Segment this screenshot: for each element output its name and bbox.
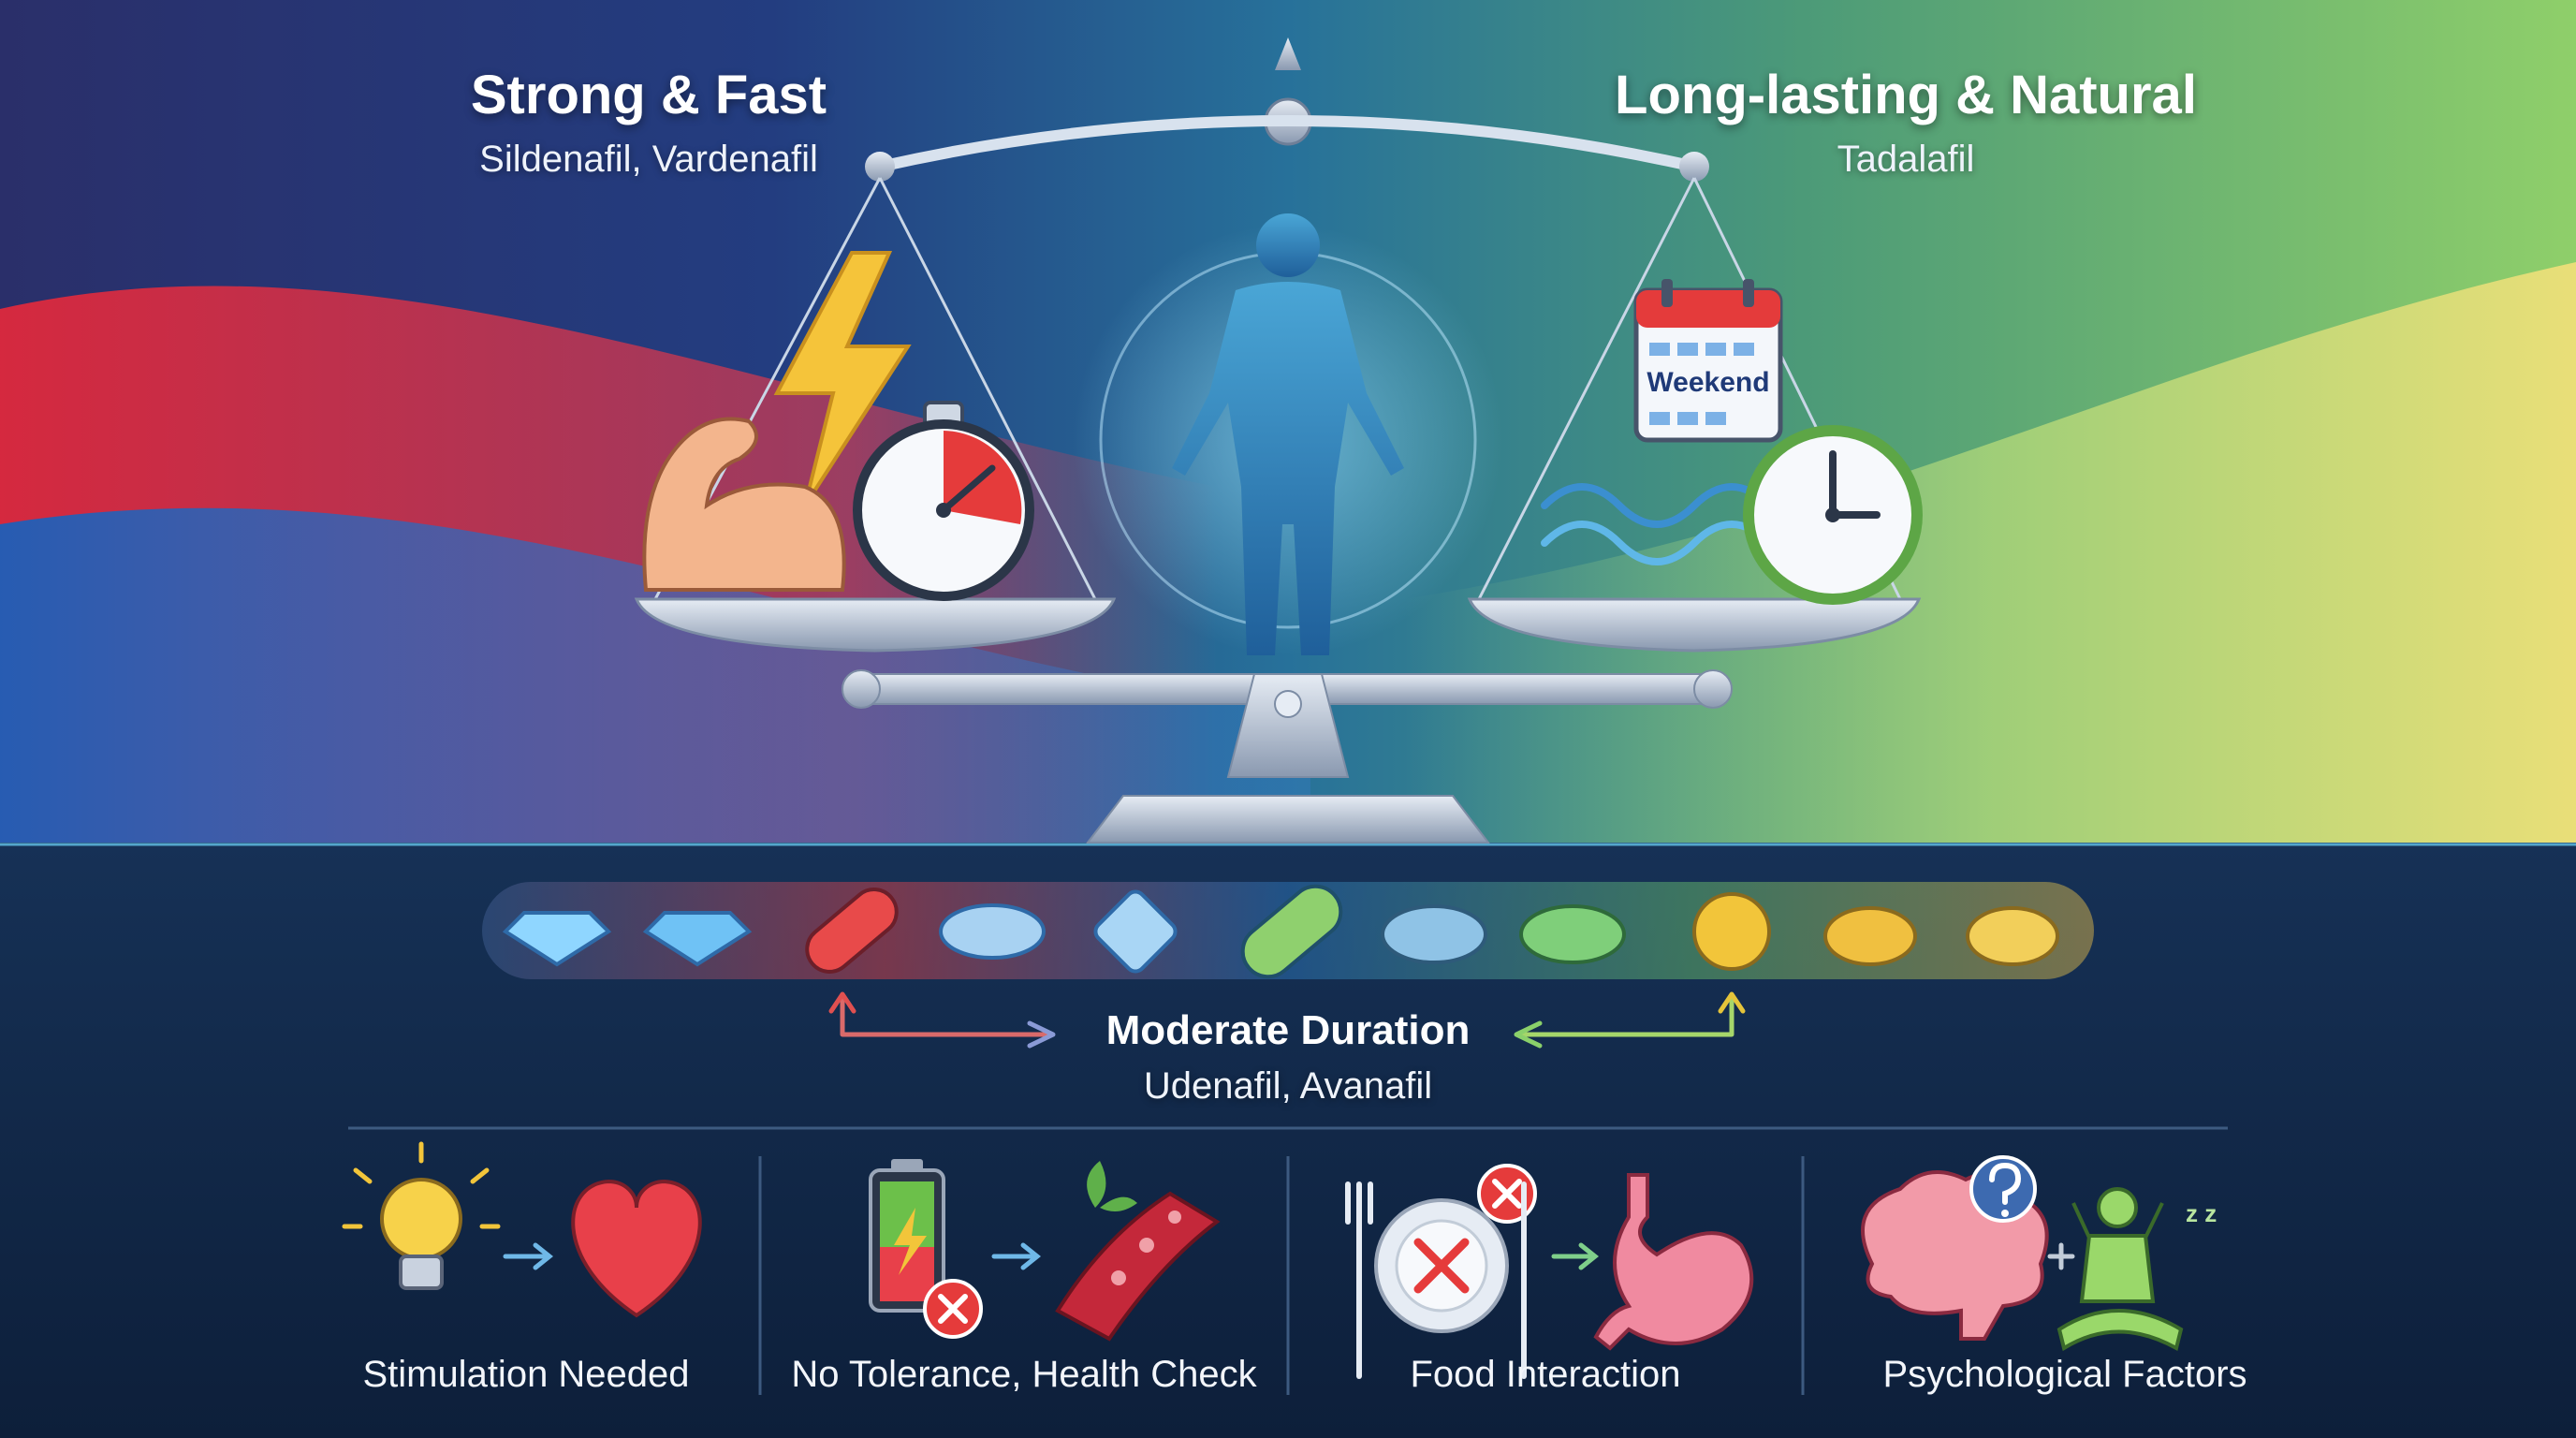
fork-icon — [1345, 1181, 1373, 1379]
arrow-icon — [1551, 1242, 1600, 1270]
question-bubble-icon — [1969, 1155, 2037, 1223]
relaxing-person-icon — [2056, 1187, 2184, 1352]
oval-tablet-icon — [939, 903, 1046, 960]
pill-row — [502, 884, 2059, 979]
arrow-icon — [503, 1242, 554, 1270]
stopwatch-icon — [853, 401, 1034, 601]
wave-icon — [1541, 483, 1773, 565]
factor-label-tolerance: No Tolerance, Health Check — [791, 1354, 1257, 1395]
lightning-icon — [773, 251, 912, 507]
right-group-title: Long-lasting & Natural — [1615, 65, 2197, 125]
green-capsule-icon — [1240, 884, 1343, 979]
diamond-pill-icon — [502, 911, 612, 967]
red-capsule-icon — [805, 888, 899, 974]
round-tablet-icon — [1381, 904, 1487, 964]
right-range-arrow — [1514, 991, 1746, 1049]
diamond-pill-icon — [642, 911, 753, 967]
plus-icon — [2047, 1242, 2075, 1270]
battery-icon — [869, 1159, 945, 1313]
calendar-icon — [1633, 279, 1783, 443]
plate-icon — [1374, 1198, 1509, 1333]
middle-group-title: Moderate Duration — [1105, 1007, 1471, 1053]
left-group-subtitle: Sildenafil, Vardenafil — [479, 139, 818, 180]
factor-label-food: Food Interaction — [1410, 1354, 1681, 1395]
blue-wave — [0, 507, 1310, 843]
middle-group-subtitle: Udenafil, Avanafil — [1143, 1065, 1433, 1107]
flexed-arm-icon — [642, 417, 846, 592]
arrow-icon — [991, 1242, 1042, 1270]
factor-label-stimulation: Stimulation Needed — [362, 1354, 690, 1395]
calendar-label: Weekend — [1647, 367, 1770, 398]
right-group-subtitle: Tadalafil — [1837, 139, 1975, 180]
oval-tablet-icon — [1966, 906, 2059, 966]
stomach-icon — [1593, 1173, 1754, 1351]
person-silhouette — [1172, 213, 1404, 655]
round-tablet-icon — [1519, 904, 1626, 964]
blood-vessel-icon — [1055, 1161, 1221, 1342]
oval-tablet-icon — [1823, 906, 1917, 966]
heart-icon — [571, 1179, 702, 1318]
balance-scale — [634, 37, 1922, 844]
round-tablet-icon — [1692, 892, 1771, 971]
lightbulb-icon — [342, 1141, 501, 1290]
left-range-arrow — [828, 991, 1056, 1049]
clock-icon — [1743, 425, 1923, 605]
left-group-title: Strong & Fast — [470, 65, 827, 125]
factor-label-psychological: Psychological Factors — [1882, 1354, 2247, 1395]
square-tablet-icon — [1093, 889, 1178, 974]
sleep-z-icon: z z — [2186, 1199, 2217, 1227]
warning-x-icon — [923, 1279, 983, 1339]
